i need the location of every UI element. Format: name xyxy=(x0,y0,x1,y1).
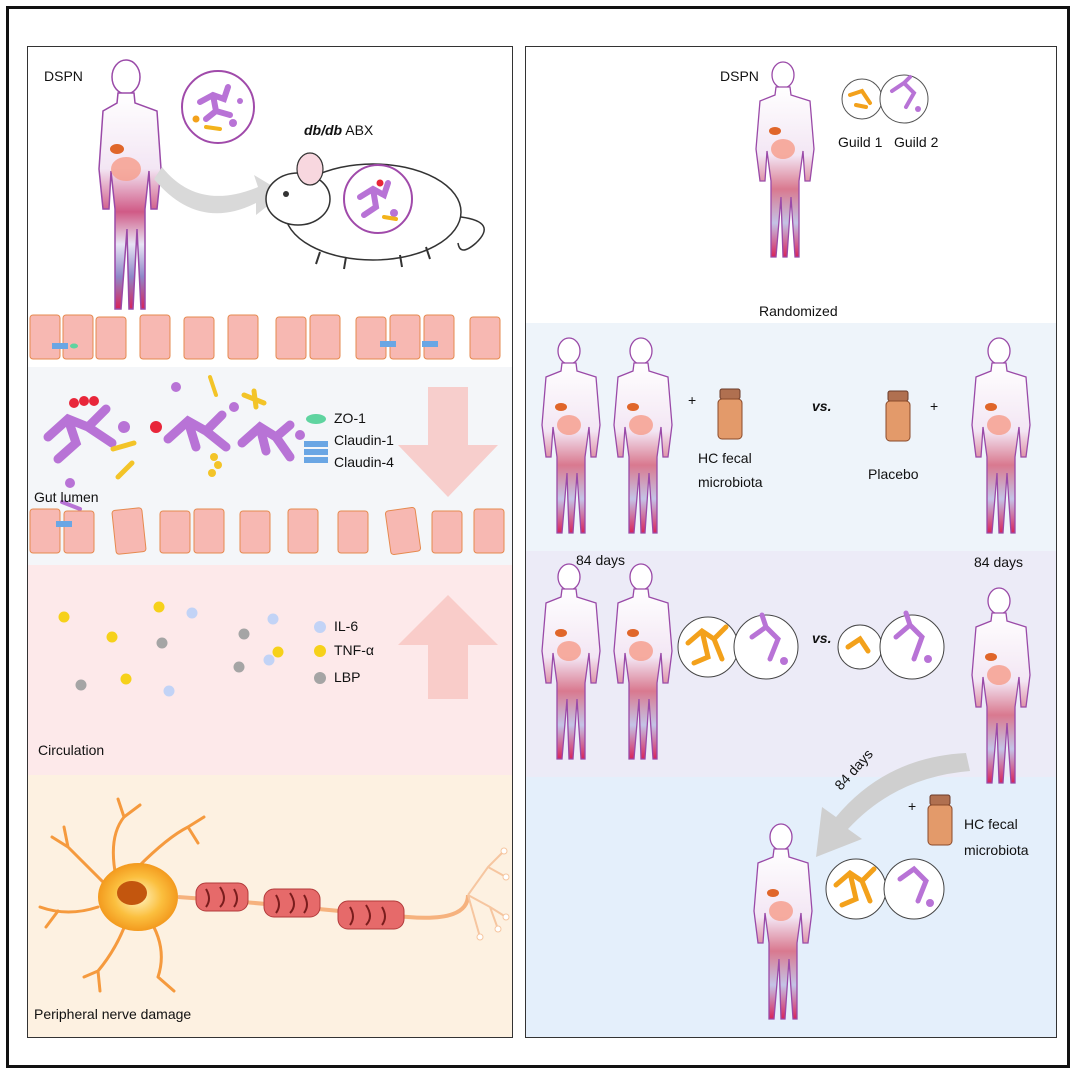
crossover-patient xyxy=(753,823,813,1020)
placebo-label: Placebo xyxy=(868,466,919,482)
down-arrow xyxy=(398,387,498,497)
fmt-vial-icon xyxy=(717,388,743,440)
legend-claudin4: Claudin-4 xyxy=(334,454,394,470)
dspn-label: DSPN xyxy=(44,68,83,84)
circulation-label: Circulation xyxy=(38,742,105,758)
legend-tnf: TNF-α xyxy=(334,642,374,658)
mouse-strain-label: db/db xyxy=(304,122,343,138)
dspn-label-right: DSPN xyxy=(720,68,759,84)
hc-fecal-label: HC fecal xyxy=(698,450,752,466)
mouse-label: db/db ABX xyxy=(304,122,374,138)
fmt-outcome-microbiota xyxy=(677,612,799,680)
left-illustration xyxy=(29,59,510,993)
figure-frame xyxy=(6,6,1070,1068)
legend-lbp: LBP xyxy=(334,669,361,685)
fmt-outcome-patient-2 xyxy=(613,563,673,760)
dspn-patient-figure xyxy=(755,61,815,258)
fmt-patient-2 xyxy=(613,337,673,534)
legend-zo1: ZO-1 xyxy=(334,410,366,426)
human-figure xyxy=(98,59,162,310)
vs-label-outcome: vs. xyxy=(812,630,832,646)
guild-circles xyxy=(841,74,929,124)
hc-microbiota-label: microbiota xyxy=(698,474,763,490)
crossover-microbiota xyxy=(825,858,945,920)
plus-sign-fmt: + xyxy=(688,392,697,408)
placebo-outcome-patient xyxy=(971,587,1031,784)
epithelium-bottom xyxy=(29,507,505,555)
guild1-label: Guild 1 xyxy=(838,134,883,150)
lumen-microbes xyxy=(43,375,305,511)
mouse-treatment-label: ABX xyxy=(342,122,374,138)
placebo-outcome-microbiota xyxy=(837,610,945,680)
cytokine-legend-dots xyxy=(314,621,326,684)
mouse xyxy=(265,152,485,270)
placebo-vial-icon xyxy=(885,390,911,442)
legend-il6: IL-6 xyxy=(334,618,359,634)
cytokine-dots xyxy=(58,601,284,697)
guild2-label: Guild 2 xyxy=(894,134,939,150)
placebo-patient xyxy=(971,337,1031,534)
nerve-damage-label: Peripheral nerve damage xyxy=(34,1006,192,1022)
trial-band xyxy=(526,323,1056,551)
legend-claudin1: Claudin-1 xyxy=(334,432,394,448)
up-arrow xyxy=(398,595,498,699)
plus-sign-crossover: + xyxy=(908,798,917,814)
days-label-placebo: 84 days xyxy=(974,554,1024,570)
crossover-vial-icon xyxy=(927,794,953,846)
microbiota-circle xyxy=(181,70,255,144)
neuron xyxy=(38,797,510,993)
randomized-label: Randomized xyxy=(759,303,838,319)
barrier-legend-icons xyxy=(304,414,328,463)
hc-fecal-label-crossover: HC fecal xyxy=(964,816,1018,832)
right-panel: DSPN Guild 1 Guild 2 Randomized + HC fec… xyxy=(525,46,1057,1038)
plus-sign-placebo: + xyxy=(930,398,939,414)
vs-label-trial: vs. xyxy=(812,398,832,414)
epithelium-top xyxy=(29,314,501,360)
fmt-patient-1 xyxy=(541,337,601,534)
fmt-outcome-patient-1 xyxy=(541,563,601,760)
gut-lumen-label: Gut lumen xyxy=(34,489,99,505)
right-illustration xyxy=(541,61,1031,1020)
transfer-arrow xyxy=(154,167,284,215)
hc-microbiota-label-crossover: microbiota xyxy=(964,842,1029,858)
days-label-fmt: 84 days xyxy=(576,552,626,568)
crossover-arrow xyxy=(816,753,970,857)
left-panel: DSPN db/db ABX ZO-1 Claudin-1 Claudin-4 … xyxy=(27,46,513,1038)
